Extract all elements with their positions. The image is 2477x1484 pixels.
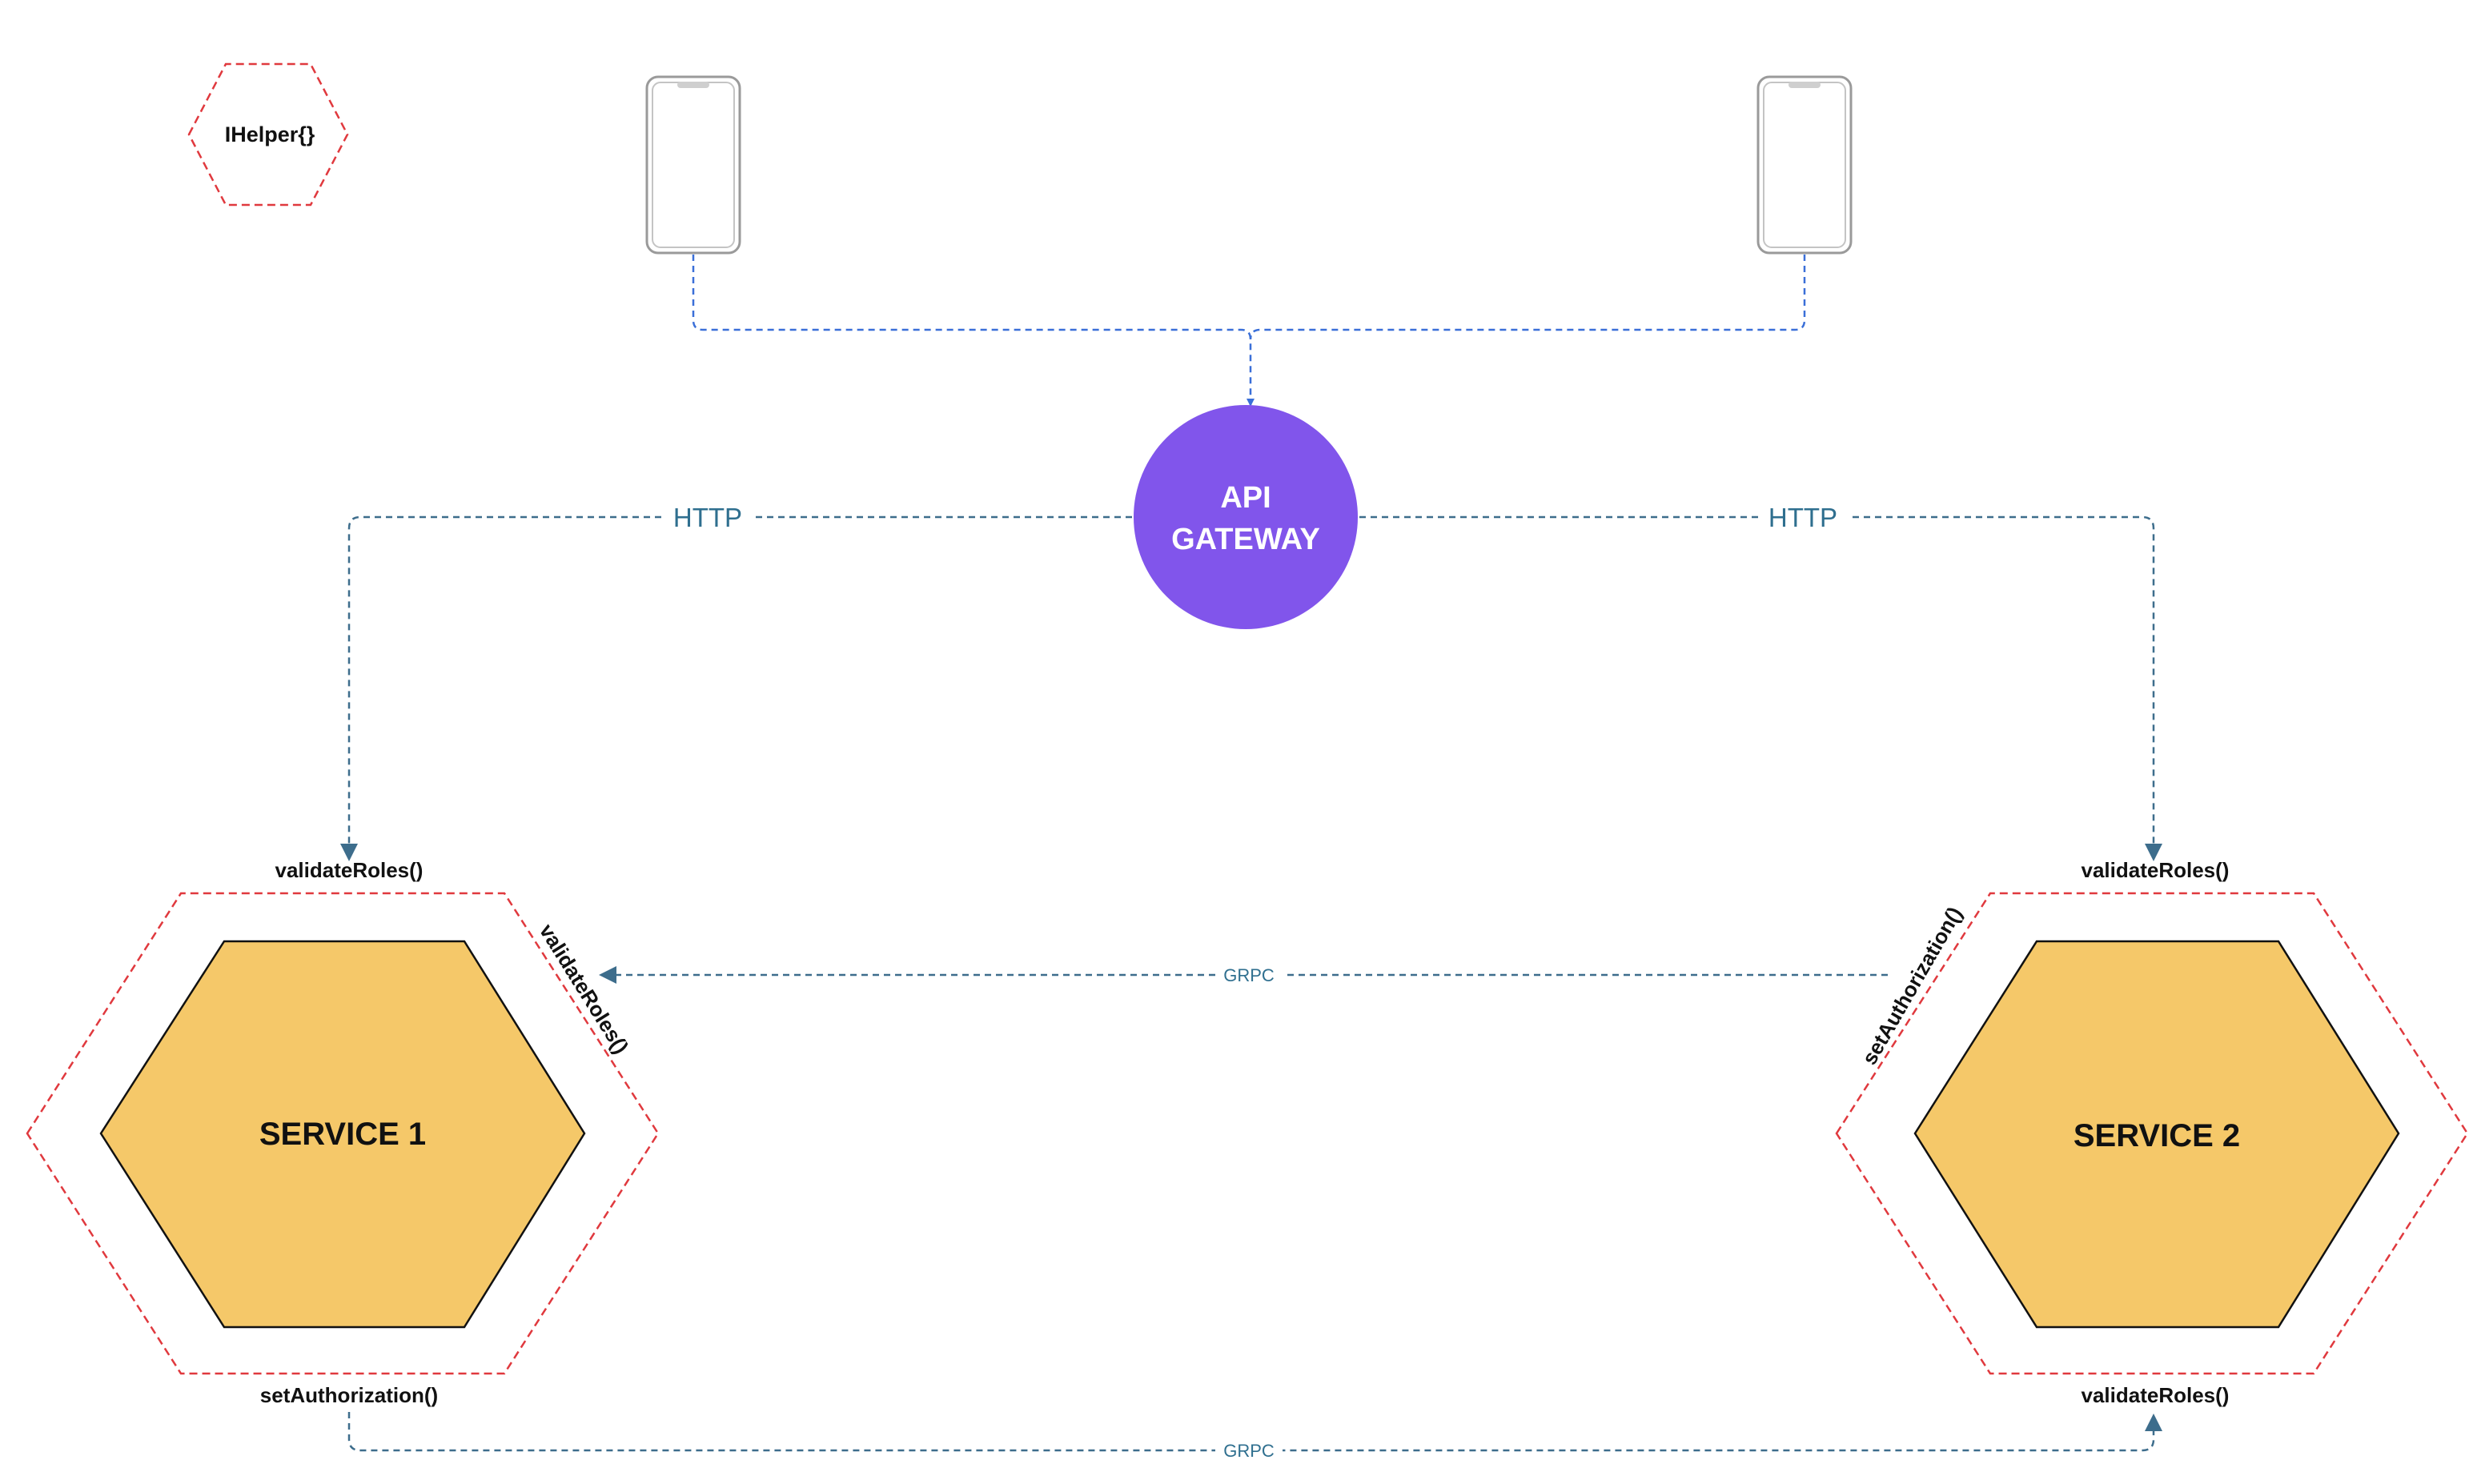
api-gateway-circle [1134,405,1358,629]
edge-phone-right-to-gateway [1249,255,1806,340]
edge-http-left-label: HTTP [673,503,742,532]
edge-http-left [340,515,1132,861]
edge-grpc-middle-label-bg [1215,964,1283,986]
edge-phone-left-to-gateway [692,255,1255,407]
api-gateway-label-line2: GATEWAY [1171,523,1320,556]
service-1-bottom-label: setAuthorization() [260,1383,438,1407]
service-2-bottom-label: validateRoles() [2082,1383,2230,1407]
service-1-boundary [26,892,660,1375]
api-gateway[interactable]: API GATEWAY [1134,405,1358,629]
edge-http-right-label-bg [1758,503,1848,531]
edge-http-right-label: HTTP [1768,503,1837,532]
edge-grpc-middle-label: GRPC [1223,965,1275,985]
service-2-top-label: validateRoles() [2082,858,2230,882]
service-2[interactable]: SERVICE 2 validateRoles() setAuthorizati… [1835,858,2469,1407]
edge-http-right [1359,515,2162,861]
phone-right[interactable] [1756,75,1853,255]
service-2-boundary [1835,892,2469,1375]
service-1-side-label: validateRoles() [535,920,633,1058]
phone-right-body [1756,75,1853,255]
api-gateway-label-line1: API [1220,481,1271,515]
phone-left-body [645,75,741,255]
helper-hexagon [187,62,349,207]
service-1-top-label: validateRoles() [275,858,424,882]
phone-right-notch [1788,82,1821,88]
helper-label: IHelper{} [225,122,315,146]
service-2-label: SERVICE 2 [2074,1118,2240,1153]
edge-grpc-bottom-label: GRPC [1223,1441,1275,1461]
service-1[interactable]: SERVICE 1 validateRoles() validateRoles(… [26,858,660,1407]
phone-left-notch [677,82,709,88]
edge-grpc-bottom-label-bg [1215,1439,1283,1462]
edge-http-left-label-bg [663,503,753,531]
service-1-hexagon [99,940,586,1329]
helper-node[interactable]: IHelper{} [187,62,349,207]
service-1-label: SERVICE 1 [259,1117,426,1152]
phone-left[interactable] [645,75,741,255]
service-2-hexagon [1913,940,2400,1329]
service-2-side-label: setAuthorization() [1857,903,1967,1069]
